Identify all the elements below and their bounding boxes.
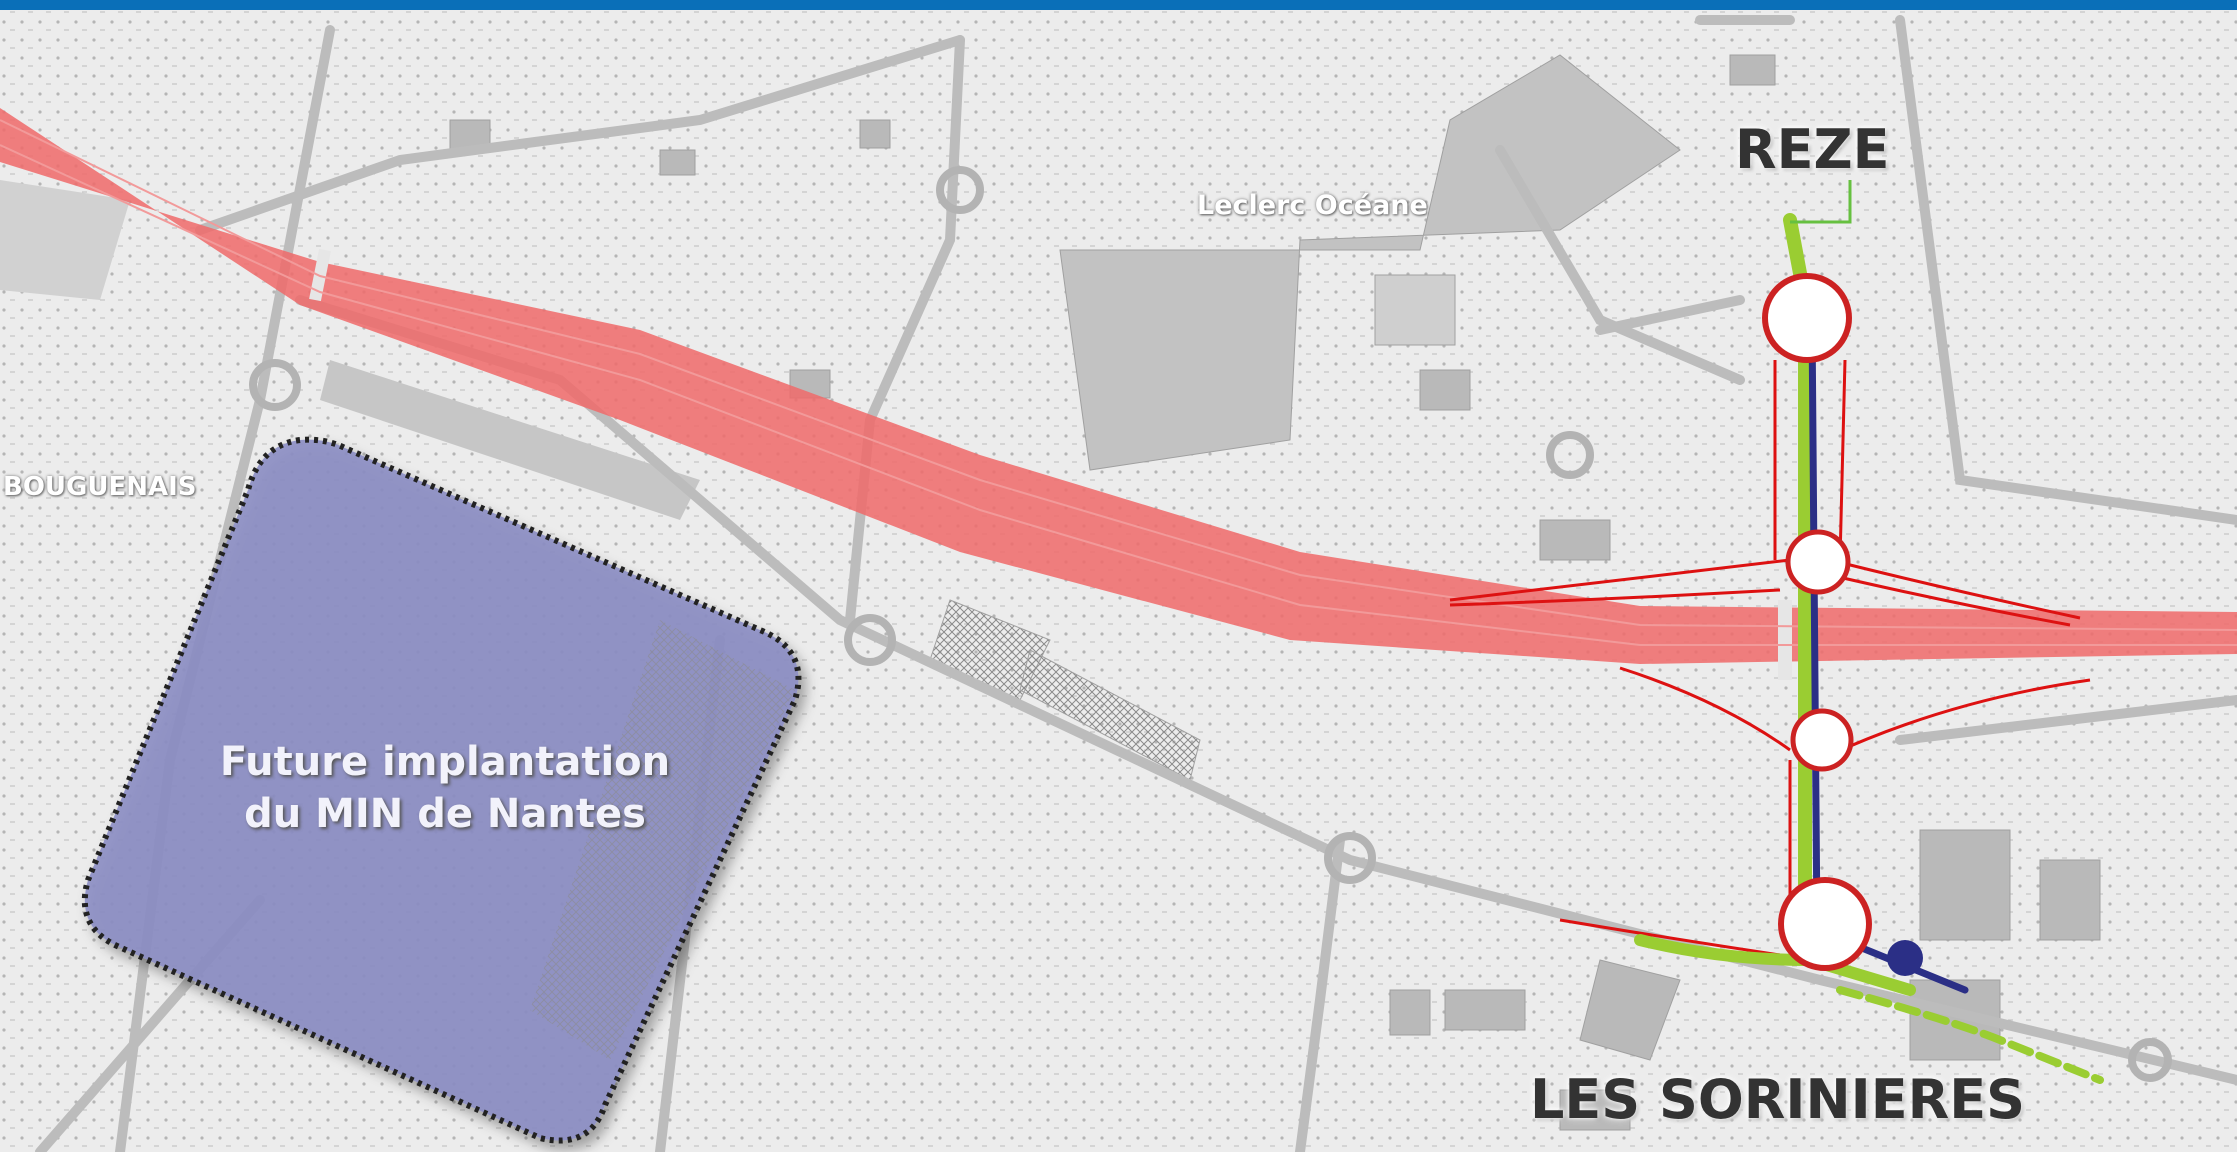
future-zone-hatch <box>530 620 795 1060</box>
new-roundabouts <box>1762 273 1923 976</box>
label-bouguenais: BOUGUENAIS <box>3 472 197 502</box>
map-features <box>0 54 2101 1131</box>
motorway <box>0 108 2237 680</box>
future-zone-label: Future implantation du MIN de Nantes <box>200 736 690 840</box>
future-zone-label-line1: Future implantation <box>219 739 671 785</box>
label-leclerc: Leclerc Océane <box>1197 190 1428 221</box>
roundabout-icon <box>1778 877 1872 971</box>
interchange-ramps <box>1449 359 2091 957</box>
label-reze: REZE <box>1735 118 1890 181</box>
node-icon <box>1887 940 1923 976</box>
header-bar <box>0 0 2237 10</box>
roundabouts-grey <box>249 166 2172 1082</box>
label-sorinieres: LES SORINIERES <box>1530 1068 2025 1131</box>
roundabout-icon <box>1790 708 1854 772</box>
future-zone-label-line2: du MIN de Nantes <box>244 791 646 837</box>
roundabout-icon <box>1762 273 1852 363</box>
roundabout-icon <box>1785 529 1851 595</box>
reze-marker-frame <box>1790 180 1852 224</box>
